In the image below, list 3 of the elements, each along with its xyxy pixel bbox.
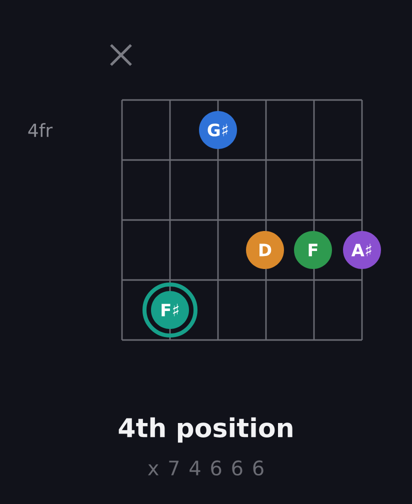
fret-label: 4fr (28, 123, 53, 137)
fingering-text: x 7 4 6 6 6 (148, 460, 264, 476)
title: 4th position (118, 417, 292, 443)
